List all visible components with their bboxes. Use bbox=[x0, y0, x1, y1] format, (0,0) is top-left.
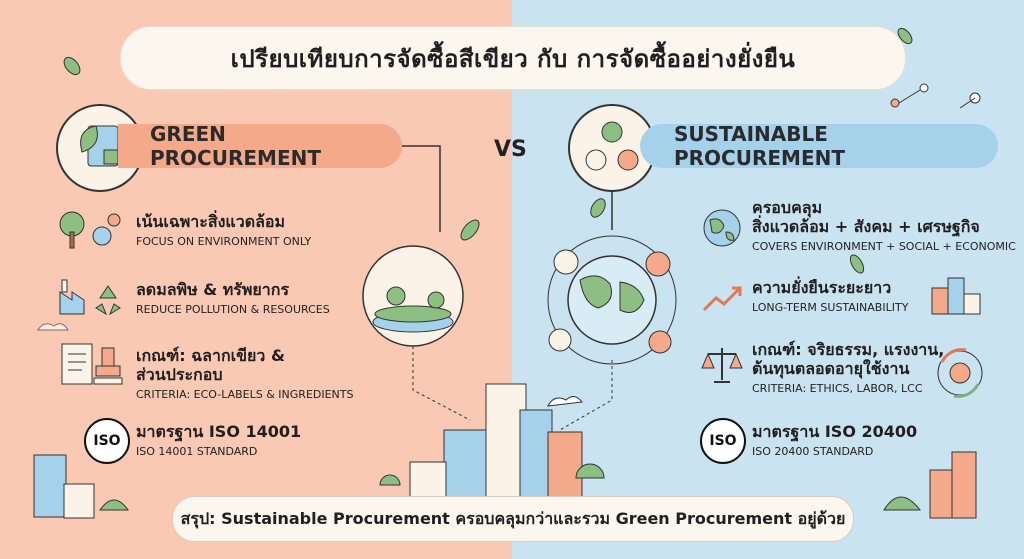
iso-label: ISO bbox=[709, 433, 737, 449]
right-item-1: ครอบคลุม สิ่งแวดล้อม + สังคม + เศรษฐกิจ … bbox=[752, 198, 1016, 253]
item-thai-text: เกณฑ์: จริยธรรม, แรงงาน, bbox=[752, 340, 945, 359]
tree-gear-icon bbox=[59, 211, 121, 249]
item-english-text: CRITERIA: ETHICS, LABOR, LCC bbox=[752, 382, 923, 395]
summary-banner: สรุป: Sustainable Procurement ครอบคลุมกว… bbox=[172, 496, 854, 542]
item-thai-text: ครอบคลุม bbox=[752, 198, 823, 217]
item-thai-text: เกณฑ์: ฉลากเขียว & bbox=[136, 346, 285, 365]
iso-icon: ISO bbox=[700, 418, 746, 464]
page-title: เปรียบเทียบการจัดซื้อสีเขียว กับ การจัดซ… bbox=[230, 44, 796, 73]
item-thai-text-line2: ต้นทุนตลอดอายุใช้งาน bbox=[752, 359, 910, 378]
globe-icon bbox=[703, 209, 741, 247]
left-item-3: เกณฑ์: ฉลากเขียว & ส่วนประกอบ CRITERIA: … bbox=[136, 346, 354, 401]
item-english-text: LONG-TERM SUSTAINABILITY bbox=[752, 301, 909, 314]
summary-text: สรุป: Sustainable Procurement ครอบคลุมกว… bbox=[180, 508, 846, 528]
item-thai-text: เน้นเฉพาะสิ่งแวดล้อม bbox=[136, 212, 286, 231]
item-thai-text-line2: ส่วนประกอบ bbox=[136, 365, 223, 384]
iso-label: ISO bbox=[93, 433, 121, 449]
item-thai-text-line2: สิ่งแวดล้อม + สังคม + เศรษฐกิจ bbox=[752, 217, 980, 236]
people-money-leaf-icon bbox=[585, 121, 639, 171]
item-english-text: ISO 20400 STANDARD bbox=[752, 445, 874, 458]
green-procurement-banner: GREEN PROCUREMENT bbox=[118, 122, 402, 170]
right-item-4: มาตรฐาน ISO 20400 ISO 20400 STANDARD bbox=[752, 422, 917, 458]
right-item-2: ความยั่งยืนระยะยาว LONG-TERM SUSTAINABIL… bbox=[752, 278, 908, 314]
iso-icon: ISO bbox=[84, 418, 130, 464]
banner-label: GREEN PROCUREMENT bbox=[150, 122, 321, 170]
item-english-text: CRITERIA: ECO-LABELS & INGREDIENTS bbox=[136, 388, 354, 401]
left-item-4: มาตรฐาน ISO 14001 ISO 14001 STANDARD bbox=[136, 422, 301, 458]
city-skyline-icon bbox=[931, 277, 981, 315]
growth-arrow-icon bbox=[702, 286, 742, 312]
item-thai-text: ความยั่งยืนระยะยาว bbox=[752, 278, 892, 297]
item-english-text: ISO 14001 STANDARD bbox=[136, 445, 258, 458]
sustainable-procurement-banner: SUSTAINABLE PROCUREMENT bbox=[640, 122, 998, 170]
item-thai-text: ลดมลพิษ & ทรัพยากร bbox=[136, 280, 290, 299]
leaf-document-icon bbox=[80, 125, 119, 167]
title-banner: เปรียบเทียบการจัดซื้อสีเขียว กับ การจัดซ… bbox=[120, 26, 906, 90]
left-item-1: เน้นเฉพาะสิ่งแวดล้อม FOCUS ON ENVIRONMEN… bbox=[136, 212, 311, 248]
banner-label: SUSTAINABLE PROCUREMENT bbox=[674, 122, 845, 170]
item-thai-text: มาตรฐาน ISO 14001 bbox=[136, 422, 302, 441]
left-item-2: ลดมลพิษ & ทรัพยากร REDUCE POLLUTION & RE… bbox=[136, 280, 330, 316]
right-item-3: เกณฑ์: จริยธรรม, แรงงาน, ต้นทุนตลอดอายุใ… bbox=[752, 340, 944, 395]
item-english-text: FOCUS ON ENVIRONMENT ONLY bbox=[136, 235, 312, 248]
item-english-text: REDUCE POLLUTION & RESOURCES bbox=[136, 303, 330, 316]
vs-label: VS bbox=[494, 137, 527, 162]
document-stamp-icon bbox=[61, 343, 123, 385]
item-english-text: COVERS ENVIRONMENT + SOCIAL + ECONOMIC bbox=[752, 240, 1016, 253]
scale-balance-icon bbox=[701, 348, 743, 383]
sustainable-procurement-emblem bbox=[568, 104, 656, 192]
handshake-cycle-icon bbox=[937, 348, 983, 398]
factory-recycle-icon bbox=[59, 279, 121, 316]
item-thai-text: มาตรฐาน ISO 20400 bbox=[752, 422, 918, 441]
